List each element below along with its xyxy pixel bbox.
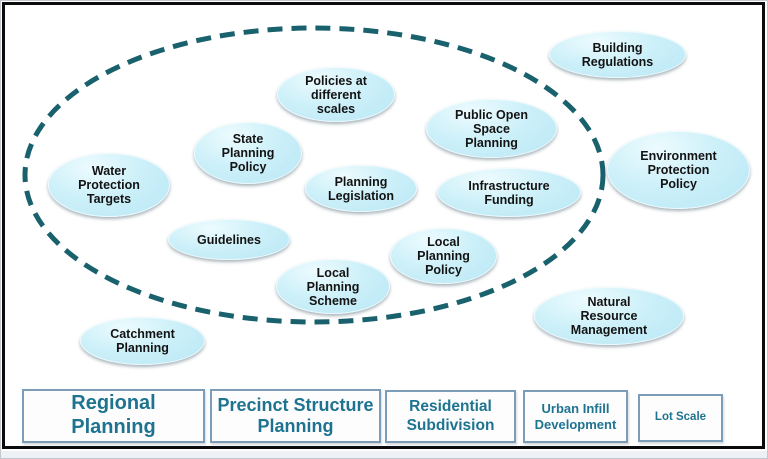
bubble-building-regulations: Building Regulations [549, 31, 686, 78]
bubble-local-planning-scheme: Local Planning Scheme [276, 259, 390, 314]
bubble-infrastructure-funding: Infrastructure Funding [437, 168, 581, 217]
scale-box-regional-planning: Regional Planning [22, 389, 205, 443]
bubble-state-planning-policy: State Planning Policy [194, 122, 302, 184]
bubble-natural-resource-management: Natural Resource Management [534, 287, 684, 345]
bubble-policies-at-different-scales: Policies at different scales [277, 67, 395, 122]
scale-box-precinct-structure-planning: Precinct Structure Planning [210, 389, 381, 443]
bubble-catchment-planning: Catchment Planning [80, 317, 205, 365]
bottom-margin-strip [1, 451, 767, 458]
scale-box-urban-infill-development: Urban Infill Development [523, 390, 628, 443]
scale-box-residential-subdivision: Residential Subdivision [385, 390, 516, 443]
bubble-local-planning-policy: Local Planning Policy [390, 228, 497, 284]
bubble-public-open-space-planning: Public Open Space Planning [426, 99, 557, 158]
scale-box-lot-scale: Lot Scale [638, 394, 723, 442]
bubble-guidelines: Guidelines [168, 219, 290, 260]
bubble-water-protection-targets: Water Protection Targets [48, 153, 170, 217]
bubble-planning-legislation: Planning Legislation [305, 165, 417, 212]
bubble-environment-protection-policy: Environment Protection Policy [607, 131, 750, 209]
